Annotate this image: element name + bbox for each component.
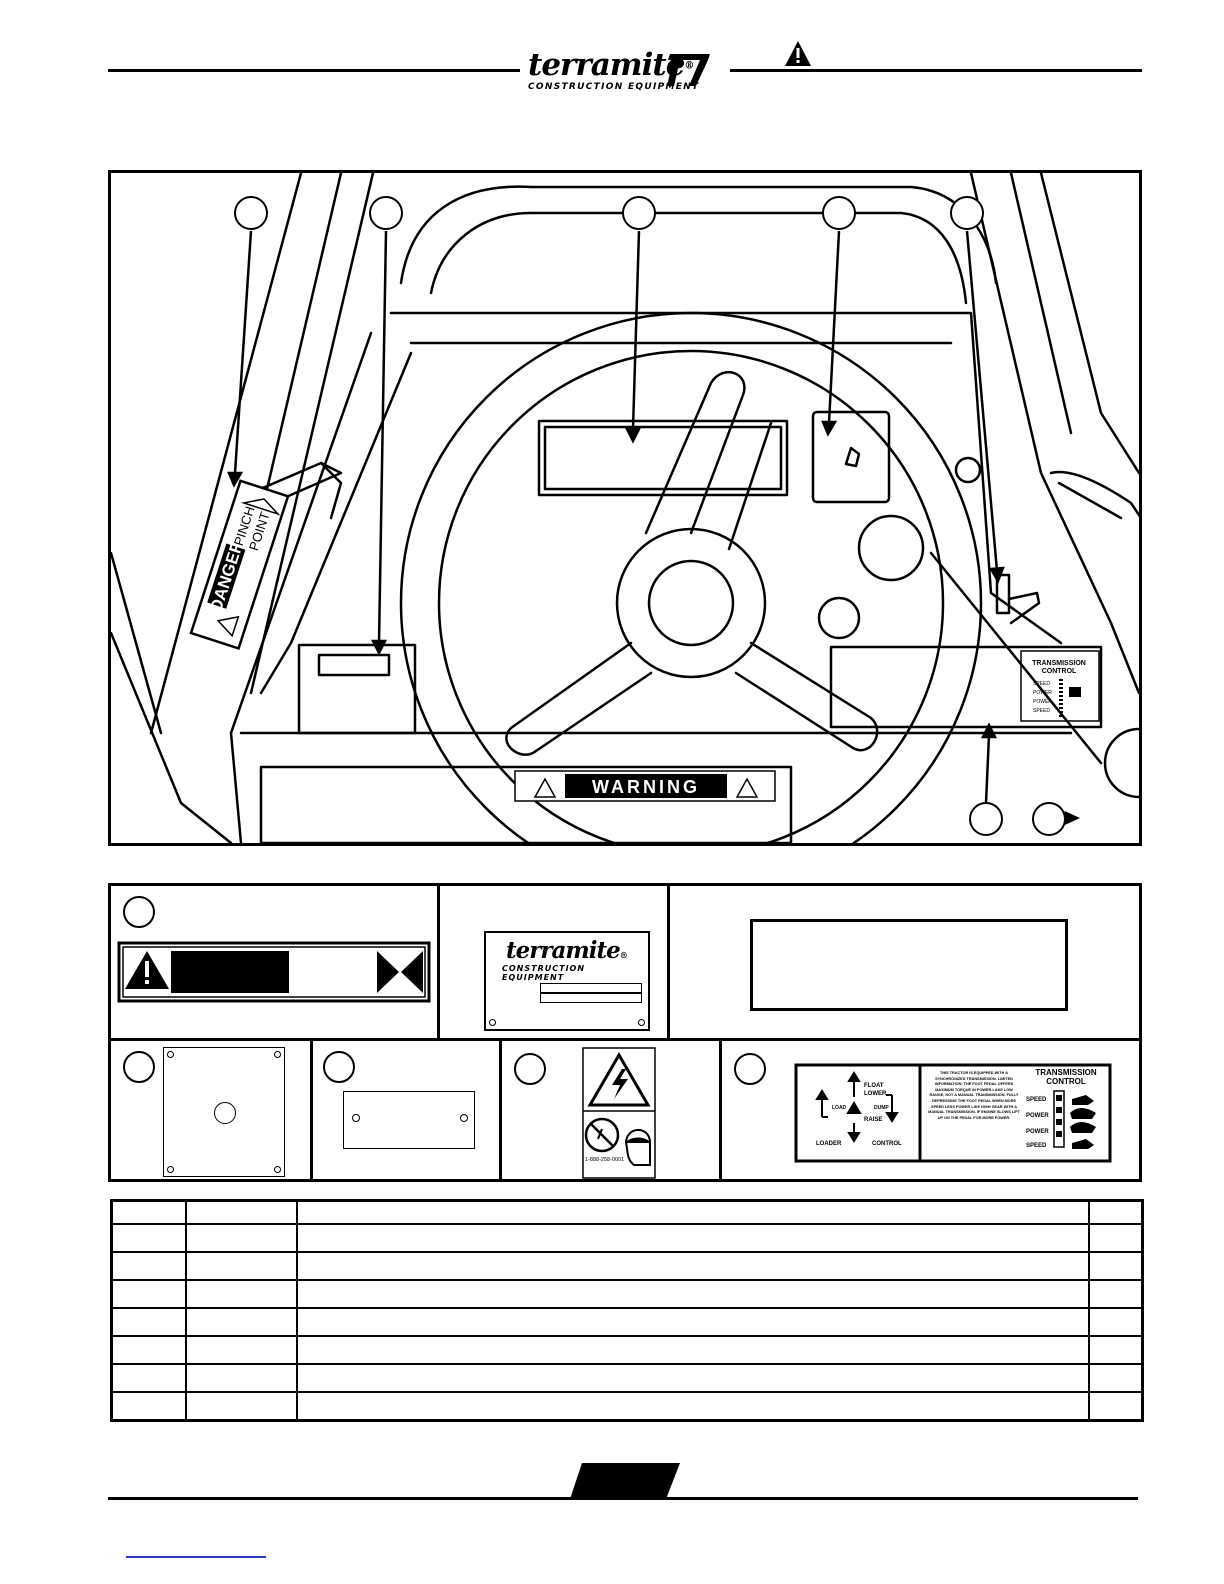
fig-trans-row-2: POWER bbox=[1033, 699, 1052, 705]
decal-trans-title2: CONTROL bbox=[1046, 1077, 1086, 1086]
table-row bbox=[110, 1363, 1144, 1393]
brand-tagline: CONSTRUCTION EQUIPMENT bbox=[528, 82, 700, 92]
table-row bbox=[110, 1223, 1144, 1253]
header-cell bbox=[110, 1199, 187, 1225]
page-number-tab bbox=[570, 1463, 680, 1499]
decal-control: CONTROL bbox=[872, 1141, 902, 1147]
call-before-dig-icon bbox=[624, 1129, 651, 1166]
fig-trans-row-0: SPEED bbox=[1033, 681, 1050, 687]
decal-load: LOAD bbox=[832, 1105, 847, 1111]
decal-raise: RAISE bbox=[864, 1117, 882, 1123]
nameplate-brand: terramite® bbox=[506, 937, 628, 964]
callout-circle bbox=[123, 896, 155, 928]
safety-decal-phone: 1-888-258-0001 bbox=[585, 1157, 624, 1163]
decal-panel-nameplate: terramite® CONSTRUCTION EQUIPMENT bbox=[437, 883, 670, 1041]
decal-panel-small-plate bbox=[310, 1038, 502, 1182]
callout-circle bbox=[323, 1051, 355, 1083]
nameplate-rivet bbox=[638, 1019, 645, 1026]
header-cell bbox=[1088, 1199, 1144, 1225]
header-cell bbox=[185, 1199, 298, 1225]
callout-circle bbox=[734, 1053, 766, 1085]
decal-trans-row-3: SPEED bbox=[1026, 1143, 1047, 1149]
brand-logo: terramite® CONSTRUCTION EQUIPMENT bbox=[520, 48, 720, 98]
tortoise-hare-icons bbox=[1070, 1095, 1096, 1149]
electric-shock-icon bbox=[612, 1069, 628, 1099]
decal-lower: LOWER bbox=[864, 1091, 887, 1097]
dig-icon bbox=[595, 1128, 609, 1142]
fig-trans-row-3: SPEED bbox=[1033, 708, 1050, 714]
decal-panel-safety: 1-888-258-0001 bbox=[499, 1038, 722, 1182]
decal-trans-row-0: SPEED bbox=[1026, 1097, 1047, 1103]
header-rule-left bbox=[108, 69, 520, 72]
nameplate-serial-field bbox=[540, 983, 642, 993]
dashboard-illustration: DANGER PINCH POINT WARNING TRANSMISSION … bbox=[108, 170, 1142, 846]
decal-panel-display bbox=[667, 883, 1142, 1041]
decal-dump: DUMP bbox=[874, 1105, 889, 1111]
table-row bbox=[110, 1335, 1144, 1365]
pedal-scale-icon bbox=[1053, 1090, 1065, 1148]
dashboard-drawing: DANGER PINCH POINT WARNING TRANSMISSION … bbox=[111, 173, 1139, 843]
nameplate-rivet bbox=[489, 1019, 496, 1026]
loader-transmission-decal: FLOAT LOWER RAISE LOAD DUMP LOADER CONTR… bbox=[794, 1063, 1112, 1163]
decal-float: FLOAT bbox=[864, 1083, 884, 1089]
warning-strip-text: WARNING bbox=[592, 777, 700, 797]
switch-plate bbox=[163, 1047, 285, 1177]
footer-rule bbox=[108, 1497, 1138, 1500]
decal-instructions: THIS TRACTOR IS EQUIPPED WITH A SYNCHRON… bbox=[928, 1071, 1020, 1120]
switch-hole bbox=[214, 1102, 236, 1124]
parts-table-header bbox=[110, 1199, 1144, 1225]
table-row bbox=[110, 1251, 1144, 1281]
header-cell bbox=[296, 1199, 1090, 1225]
footer-link-underline[interactable] bbox=[126, 1556, 266, 1558]
fig-trans-title1: TRANSMISSION bbox=[1032, 660, 1086, 667]
callout-circle bbox=[514, 1053, 546, 1085]
table-row bbox=[110, 1279, 1144, 1309]
nameplate: terramite® CONSTRUCTION EQUIPMENT bbox=[484, 931, 650, 1031]
fig-trans-title2: CONTROL bbox=[1042, 668, 1077, 675]
small-plate bbox=[343, 1091, 475, 1149]
brand-name: terramite bbox=[528, 47, 685, 83]
decal-panel-control: FLOAT LOWER RAISE LOAD DUMP LOADER CONTR… bbox=[719, 1038, 1142, 1182]
table-row bbox=[110, 1307, 1144, 1337]
decal-panel-switch-plate bbox=[108, 1038, 313, 1182]
warning-triangle-icon bbox=[785, 41, 811, 66]
t7-logo-icon bbox=[667, 54, 710, 86]
brand-registered-mark: ® bbox=[684, 60, 694, 72]
danger-pinch-decal bbox=[117, 941, 431, 1003]
decal-trans-row-1: POWER bbox=[1026, 1113, 1049, 1119]
decal-trans-title1: TRANSMISSION bbox=[1035, 1068, 1097, 1077]
safety-decal: 1-888-258-0001 bbox=[582, 1047, 656, 1179]
fig-trans-row-1: POWER bbox=[1033, 690, 1052, 696]
decal-trans-row-2: POWER bbox=[1026, 1129, 1049, 1135]
parts-table bbox=[110, 1199, 1144, 1422]
header-rule-right bbox=[730, 69, 1142, 72]
display-decal bbox=[750, 919, 1068, 1011]
callout-circle bbox=[123, 1051, 155, 1083]
decal-panel-danger bbox=[108, 883, 440, 1041]
table-row bbox=[110, 1391, 1144, 1422]
nameplate-tagline: CONSTRUCTION EQUIPMENT bbox=[502, 964, 586, 982]
decal-loader: LOADER bbox=[816, 1141, 842, 1147]
nameplate-model-field bbox=[540, 993, 642, 1003]
